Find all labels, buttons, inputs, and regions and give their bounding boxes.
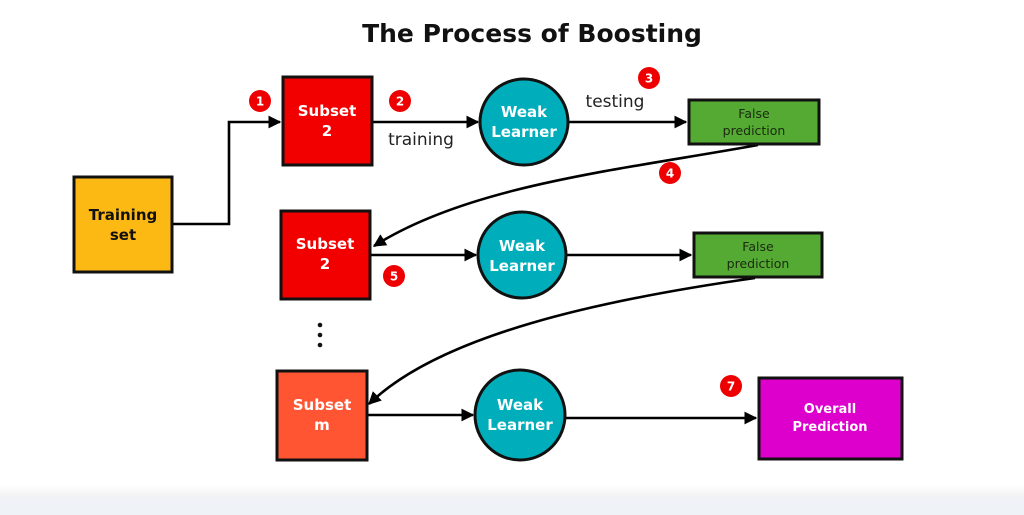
node-label: 2 [320, 255, 330, 273]
node-label: Learner [491, 123, 557, 141]
svg-text:2: 2 [396, 95, 404, 109]
node-label: Weak [497, 396, 544, 414]
node-weak-learner-2: Weak Learner [476, 210, 568, 300]
node-training-set: Training set [72, 175, 174, 274]
step-badge-1: 1 [249, 90, 271, 112]
node-label: Prediction [792, 420, 867, 435]
node-label: Weak [501, 103, 548, 121]
svg-text:5: 5 [390, 270, 398, 284]
node-weak-learner-3: Weak Learner [473, 368, 567, 462]
edge-false-prediction-2-to-subset-m [368, 276, 756, 405]
edge-label-training: training [388, 130, 454, 150]
edge-label-testing: testing [586, 92, 645, 112]
node-label: prediction [727, 256, 790, 271]
node-label: set [110, 226, 136, 244]
node-false-prediction-2: False prediction [692, 231, 824, 279]
node-label: Training [89, 206, 157, 224]
bottom-strip [0, 497, 1024, 515]
node-false-prediction-1: False prediction [687, 98, 821, 146]
node-label: Subset [296, 235, 355, 253]
step-badge-2: 2 [389, 90, 411, 112]
node-label: 2 [322, 122, 332, 140]
node-label: Subset [298, 102, 357, 120]
svg-text:3: 3 [645, 72, 653, 86]
step-badge-7: 7 [720, 375, 742, 397]
node-subset-2: Subset 2 [279, 209, 372, 301]
node-label: Subset [293, 396, 352, 414]
node-label: prediction [723, 123, 786, 138]
step-badge-4: 4 [659, 162, 681, 184]
svg-text:7: 7 [727, 380, 735, 394]
node-label: Learner [489, 257, 555, 275]
node-subset-1: Subset 2 [281, 75, 374, 167]
node-weak-learner-1: Weak Learner [478, 77, 570, 167]
node-label: Learner [487, 416, 553, 434]
step-badge-3: 3 [638, 67, 660, 89]
node-subset-m: Subset m [275, 369, 369, 462]
node-label: Weak [499, 237, 546, 255]
node-overall-prediction: Overall Prediction [757, 376, 904, 461]
step-badge-5: 5 [383, 265, 405, 287]
node-label: Overall [804, 402, 856, 417]
diagram-title: The Process of Boosting [362, 19, 702, 48]
node-label: False [742, 239, 774, 254]
node-label: m [314, 416, 330, 434]
svg-text:4: 4 [666, 167, 674, 181]
svg-text:1: 1 [256, 95, 264, 109]
ellipsis-icon [317, 322, 323, 348]
node-label: False [738, 106, 770, 121]
bottom-fade [0, 485, 1024, 497]
edge-training-set-to-subset-1 [172, 115, 282, 226]
edge-false-prediction-1-to-subset-2 [372, 143, 759, 248]
